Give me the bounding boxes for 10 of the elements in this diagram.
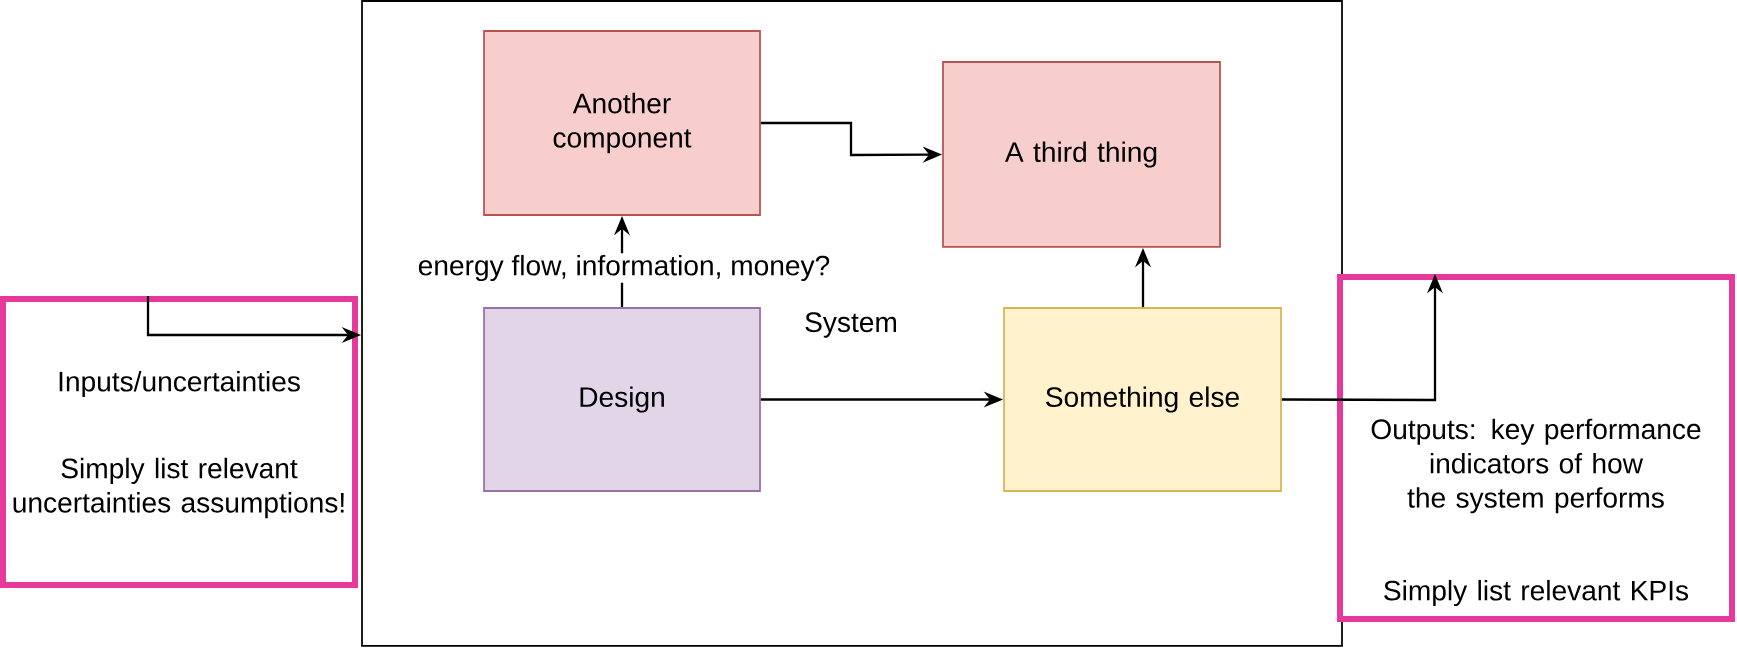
process-box: Another component <box>483 30 761 216</box>
box-text: Inputs/uncertainties <box>59 370 300 398</box>
edge-label: energy flow, information, money? <box>415 253 833 283</box>
box-text: System <box>805 312 896 338</box>
process-box: A third thing <box>942 61 1221 248</box>
box-text: Simply list relevant KPIs <box>1384 579 1689 607</box>
box-text: Simply list relevant uncertainties assumptions! <box>13 457 344 519</box>
box-text: Outputs: key performance indicators of how the system performs <box>1371 418 1701 514</box>
process-box: Design <box>483 307 761 492</box>
process-box: Something else <box>1003 307 1282 492</box>
